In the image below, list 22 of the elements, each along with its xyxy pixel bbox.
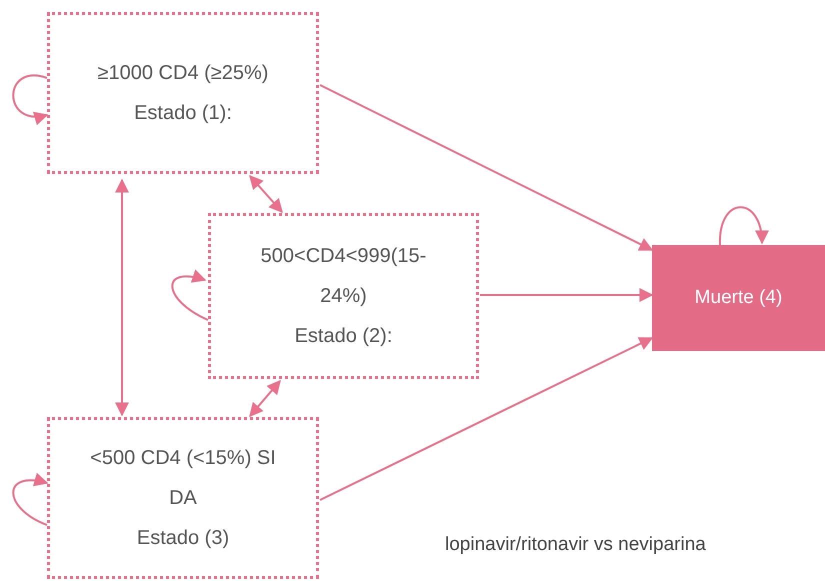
state-box	[47, 417, 319, 579]
state-text: Muerte (4)	[694, 286, 784, 310]
transition-arrow	[249, 380, 281, 418]
state-label: Estado (1):	[133, 101, 233, 126]
state-box	[208, 213, 479, 379]
note-text: lopinavir/ritonavir vs neviparina	[445, 534, 706, 556]
self-loop-arrow	[12, 74, 48, 124]
state-box	[47, 12, 319, 174]
self-loop-arrow	[719, 206, 768, 246]
transition-arrow	[480, 288, 654, 302]
state-text: ≥1000 CD4 (≥25%)	[96, 61, 270, 86]
state-text: 500<CD4<999(15-24%)	[260, 244, 428, 309]
self-loop-arrow	[171, 270, 208, 321]
transition-arrow	[320, 84, 654, 251]
absorbing-state-box	[652, 245, 825, 351]
self-loop-arrow	[12, 474, 48, 526]
transition-arrow	[320, 337, 654, 501]
state-label: Estado (3)	[136, 526, 230, 551]
state-label: Estado (2):	[294, 324, 394, 349]
transition-arrow	[115, 178, 129, 416]
transition-arrow	[249, 174, 283, 214]
state-text: <500 CD4 (<15%) SIDA	[89, 446, 277, 511]
